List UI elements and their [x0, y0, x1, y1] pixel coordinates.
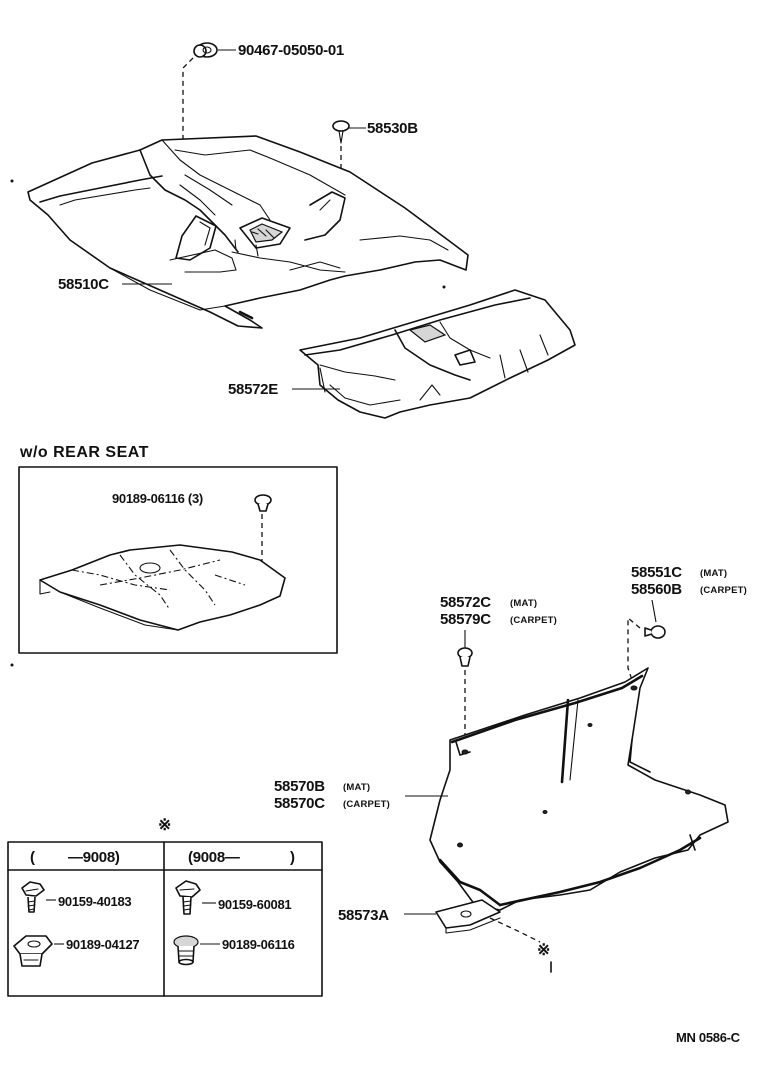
luggage-mat-58570 — [429, 667, 729, 911]
screw-58530b-icon — [332, 120, 350, 144]
clip-90189-06116-icon — [254, 494, 272, 512]
bolt-90159-60081-icon — [175, 880, 201, 915]
table-row2-left: 90189-04127 — [66, 937, 139, 952]
footer-code: MN 0586-C — [676, 1030, 741, 1045]
scan-dot — [10, 663, 14, 667]
nut-90189-04127-icon — [13, 935, 53, 967]
rear-floor-carpet-wo-seat — [39, 544, 286, 631]
table-col2-range: (9008— — [188, 849, 240, 866]
note-58579c: (CARPET) — [510, 615, 557, 626]
label-58560b: 58560B — [631, 581, 682, 598]
label-90189-06116-3: 90189-06116 (3) — [112, 491, 203, 506]
note-58572c: (MAT) — [510, 598, 537, 609]
label-58551c: 58551C — [631, 564, 682, 581]
note-58551c: (MAT) — [700, 568, 727, 579]
table-row1-right: 90159-60081 — [218, 897, 291, 912]
scan-dot — [442, 285, 446, 289]
note-58570b: (MAT) — [343, 782, 370, 793]
table-col2-close: ) — [290, 849, 295, 866]
clip-58572c-icon — [457, 630, 473, 667]
rear-floor-carpet-58572e — [299, 289, 576, 419]
note-58570c: (CARPET) — [343, 799, 390, 810]
label-58579c: 58579C — [440, 611, 491, 628]
ref-mark-asterisk: ※ — [537, 942, 551, 959]
fastener-table — [7, 841, 323, 997]
label-58570c: 58570C — [274, 795, 325, 812]
clip-90189-06116-table-icon — [173, 935, 199, 966]
table-row2-right: 90189-06116 — [222, 937, 295, 952]
label-90467: 90467-05050-01 — [238, 42, 344, 59]
scan-dot — [10, 179, 14, 183]
label-58573a: 58573A — [338, 907, 389, 924]
clip-90467-icon — [193, 42, 218, 58]
wo-rear-seat-box — [18, 466, 338, 654]
table-col1-range: —9008) — [68, 849, 120, 866]
table-col1-open: ( — [30, 849, 35, 866]
table-asterisk: ※ — [158, 817, 172, 834]
bolt-90159-40183-icon — [21, 881, 45, 913]
label-58530b: 58530B — [367, 120, 418, 137]
dash-90467 — [182, 57, 194, 152]
wo-rear-seat-heading: w/o REAR SEAT — [19, 444, 149, 461]
label-58510c: 58510C — [58, 276, 109, 293]
label-58572c: 58572C — [440, 594, 491, 611]
label-58572e: 58572E — [228, 381, 278, 398]
table-row1-left: 90159-40183 — [58, 894, 131, 909]
dash-58551c — [627, 616, 641, 681]
dash-58573a — [489, 917, 541, 943]
bracket-58573a — [435, 899, 501, 934]
pushpin-58551c-icon — [644, 599, 666, 639]
note-58560b: (CARPET) — [700, 585, 747, 596]
label-58570b: 58570B — [274, 778, 325, 795]
front-floor-carpet-58510c — [27, 135, 469, 329]
